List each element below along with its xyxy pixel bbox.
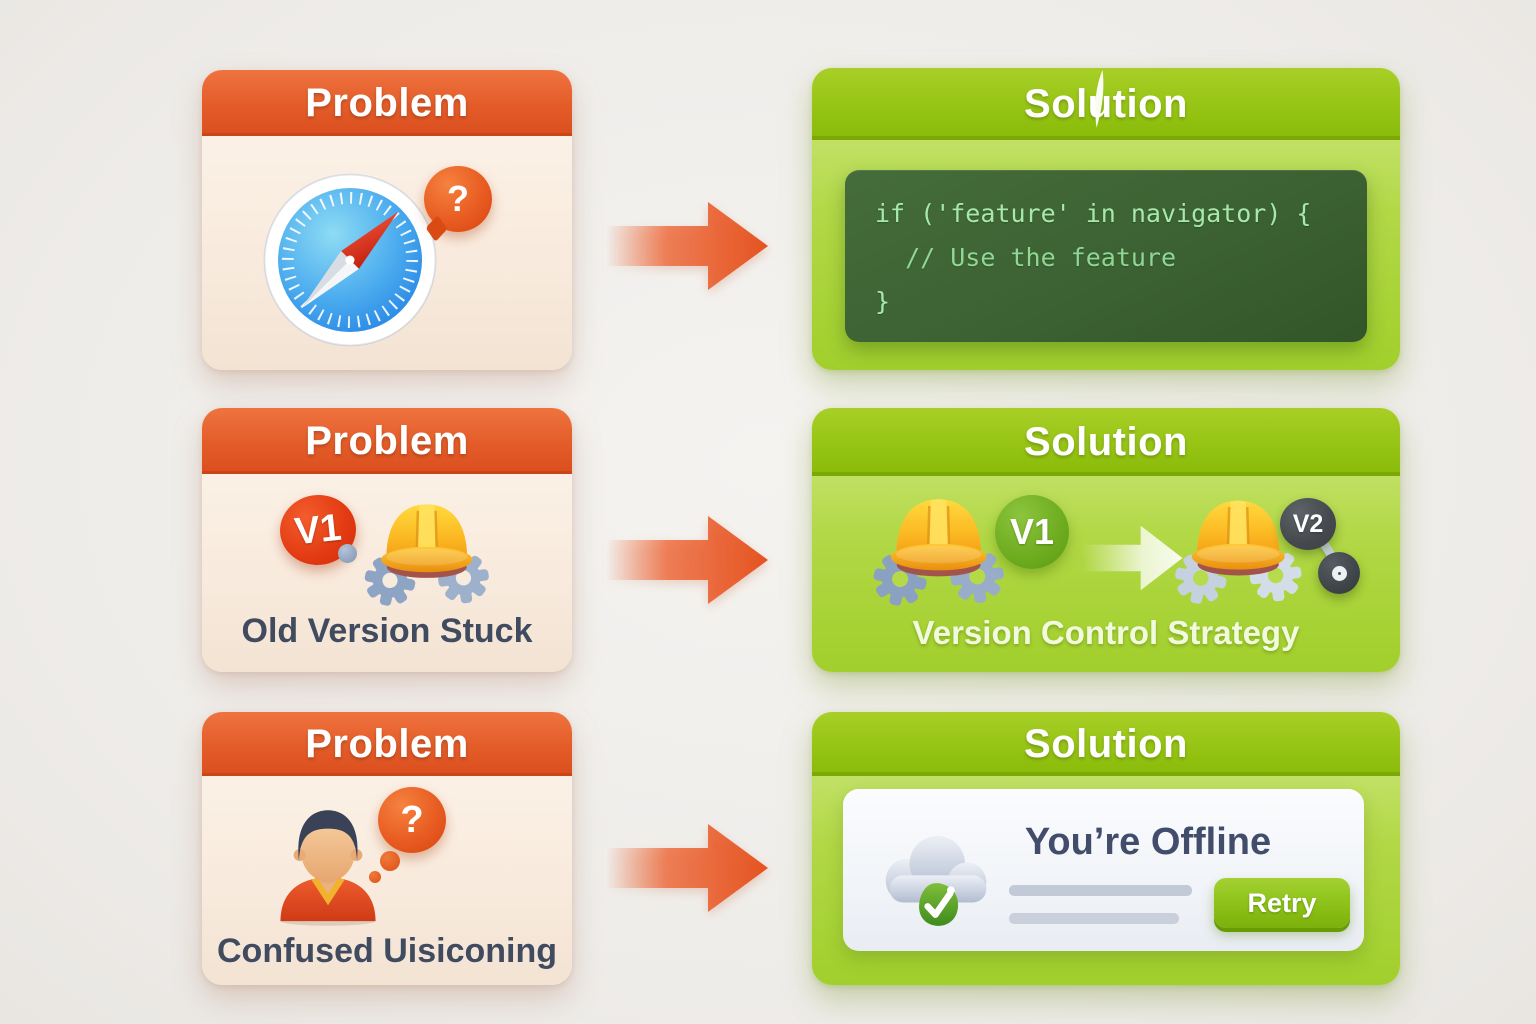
v2-badge-label: V2 — [1292, 509, 1324, 538]
solution-card-3-title: Solution — [1024, 721, 1188, 766]
question-mark-label: ? — [447, 178, 469, 219]
solution-card-1-header: Solution — [812, 68, 1400, 140]
question-bubble-icon: ? — [424, 166, 492, 242]
arrow-right-icon — [606, 516, 768, 604]
problem-card-2-title: Problem — [305, 418, 469, 463]
v2-badge: V2 — [1280, 498, 1336, 550]
arrow-right-icon — [606, 824, 768, 912]
code-line-3: } — [875, 287, 891, 316]
hard-hat-gears-icon — [873, 499, 1004, 606]
thought-dot — [369, 871, 381, 883]
git-node-icon — [1318, 552, 1360, 594]
problem-card-3: Problem ? Confused Uisiconing — [202, 712, 572, 985]
hard-hat-gears-icon — [1175, 500, 1302, 604]
problem-card-3-caption: Confused Uisiconing — [217, 932, 557, 970]
retry-button[interactable]: Retry — [1214, 878, 1350, 928]
offline-panel: You’re Offline Retry — [843, 789, 1364, 951]
v1-badge-green-label: V1 — [1009, 511, 1055, 552]
gear-fragment-dot — [338, 544, 357, 563]
code-line-2: // Use the feature — [875, 243, 1177, 272]
solution-card-3: Solution You’re Offline Retry — [812, 712, 1400, 985]
git-node-ring — [1331, 565, 1347, 581]
solution-card-2: Solution — [812, 408, 1400, 672]
problem-card-3-header: Problem — [202, 712, 572, 776]
hard-hat-gears-icon — [364, 504, 489, 606]
code-block: if ('feature' in navigator) { // Use the… — [845, 170, 1367, 342]
solution-card-2-header: Solution — [812, 408, 1400, 476]
problem-card-2-header: Problem — [202, 408, 572, 474]
arrow-right-icon — [606, 202, 768, 290]
problem-card-1: Problem ? — [202, 70, 572, 370]
cloud-check-icon — [885, 835, 987, 926]
v1-badge-red-label: V1 — [292, 506, 344, 553]
person-avatar-icon — [280, 810, 376, 926]
code-line-1: if ('feature' in navigator) { — [875, 199, 1312, 228]
offline-title: You’re Offline — [1024, 821, 1272, 863]
solution-card-1: Solution if ('feature' in navigator) { /… — [812, 68, 1400, 370]
problem-card-2-caption: Old Version Stuck — [241, 612, 533, 650]
problem-card-1-header: Problem — [202, 70, 572, 136]
problem-card-3-title: Problem — [305, 721, 469, 766]
thought-bubble-icon: ? — [378, 787, 446, 853]
solution-card-2-title: Solution — [1024, 419, 1188, 464]
placeholder-line — [1009, 913, 1179, 924]
fade-arrow-icon — [1081, 525, 1183, 591]
solution-card-3-header: Solution — [812, 712, 1400, 776]
solution-card-2-caption: Version Control Strategy — [912, 614, 1300, 651]
placeholder-line — [1009, 885, 1192, 896]
problem-card-2: Problem V1 — [202, 408, 572, 672]
thought-question-mark: ? — [400, 798, 424, 841]
problem-card-1-title: Problem — [305, 80, 469, 125]
leaf-flourish-icon — [1095, 70, 1104, 128]
solution-card-1-title: Solution — [1024, 81, 1188, 126]
thought-dot — [380, 851, 400, 871]
retry-button-label: Retry — [1247, 887, 1317, 918]
v1-badge-green: V1 — [995, 495, 1069, 569]
safari-compass-icon — [263, 173, 437, 347]
